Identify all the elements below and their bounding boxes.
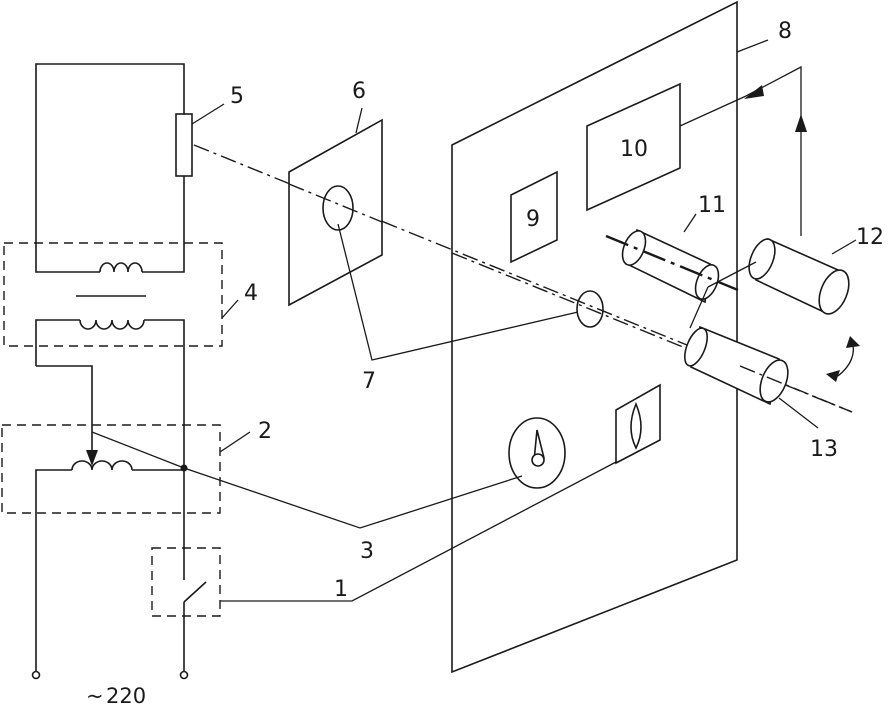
lamp-circuit	[35, 63, 193, 273]
supply-terminal-left	[31, 670, 41, 680]
plate-aperture	[322, 185, 354, 231]
variac-coil	[71, 460, 133, 471]
label-12: 12	[856, 225, 884, 250]
label-4: 4	[244, 281, 258, 306]
transformer	[3, 242, 223, 466]
supply-voltage: 220	[106, 684, 146, 708]
label-6: 6	[352, 79, 366, 104]
switch-enclosure	[151, 547, 221, 617]
flow-arrow-up-12	[795, 114, 807, 132]
label-11: 11	[698, 193, 726, 218]
supply-terminal-right	[179, 670, 189, 680]
roller-13	[683, 325, 789, 406]
panel-light-spot	[576, 290, 604, 328]
variac-enclosure	[1, 424, 221, 514]
switch-knob-lens	[630, 401, 642, 450]
label-13: 13	[810, 437, 838, 462]
leader-1	[220, 461, 617, 602]
switch-knob	[615, 383, 661, 465]
label-5: 5	[230, 84, 244, 109]
label-2: 2	[258, 419, 272, 444]
voltmeter	[508, 417, 566, 489]
roller-11-axis	[605, 234, 739, 292]
rotation-arrow	[826, 336, 860, 382]
label-8: 8	[778, 19, 792, 44]
roller-11	[621, 228, 720, 304]
label-3: 3	[360, 539, 374, 564]
panel	[451, 0, 738, 674]
aperture-plate	[288, 118, 383, 307]
lamp-element	[175, 113, 193, 177]
label-9: 9	[526, 207, 540, 232]
leader-7	[337, 223, 579, 361]
label-7: 7	[362, 369, 376, 394]
variac-wiper-arrow	[86, 450, 98, 466]
label-1: 1	[334, 577, 348, 602]
supply-tilde: ~	[86, 684, 104, 708]
roller-12	[748, 237, 850, 315]
switch-blade	[183, 581, 207, 603]
transformer-secondary-coil	[79, 319, 145, 330]
transformer-primary-coil	[99, 262, 143, 273]
flow-arrow-into-10	[744, 85, 764, 99]
label-10: 10	[620, 137, 648, 162]
switch	[151, 470, 221, 672]
leader-3	[91, 431, 523, 529]
variac	[1, 365, 221, 672]
box-9	[510, 170, 558, 264]
transformer-enclosure	[3, 242, 223, 347]
box-10	[586, 82, 681, 212]
